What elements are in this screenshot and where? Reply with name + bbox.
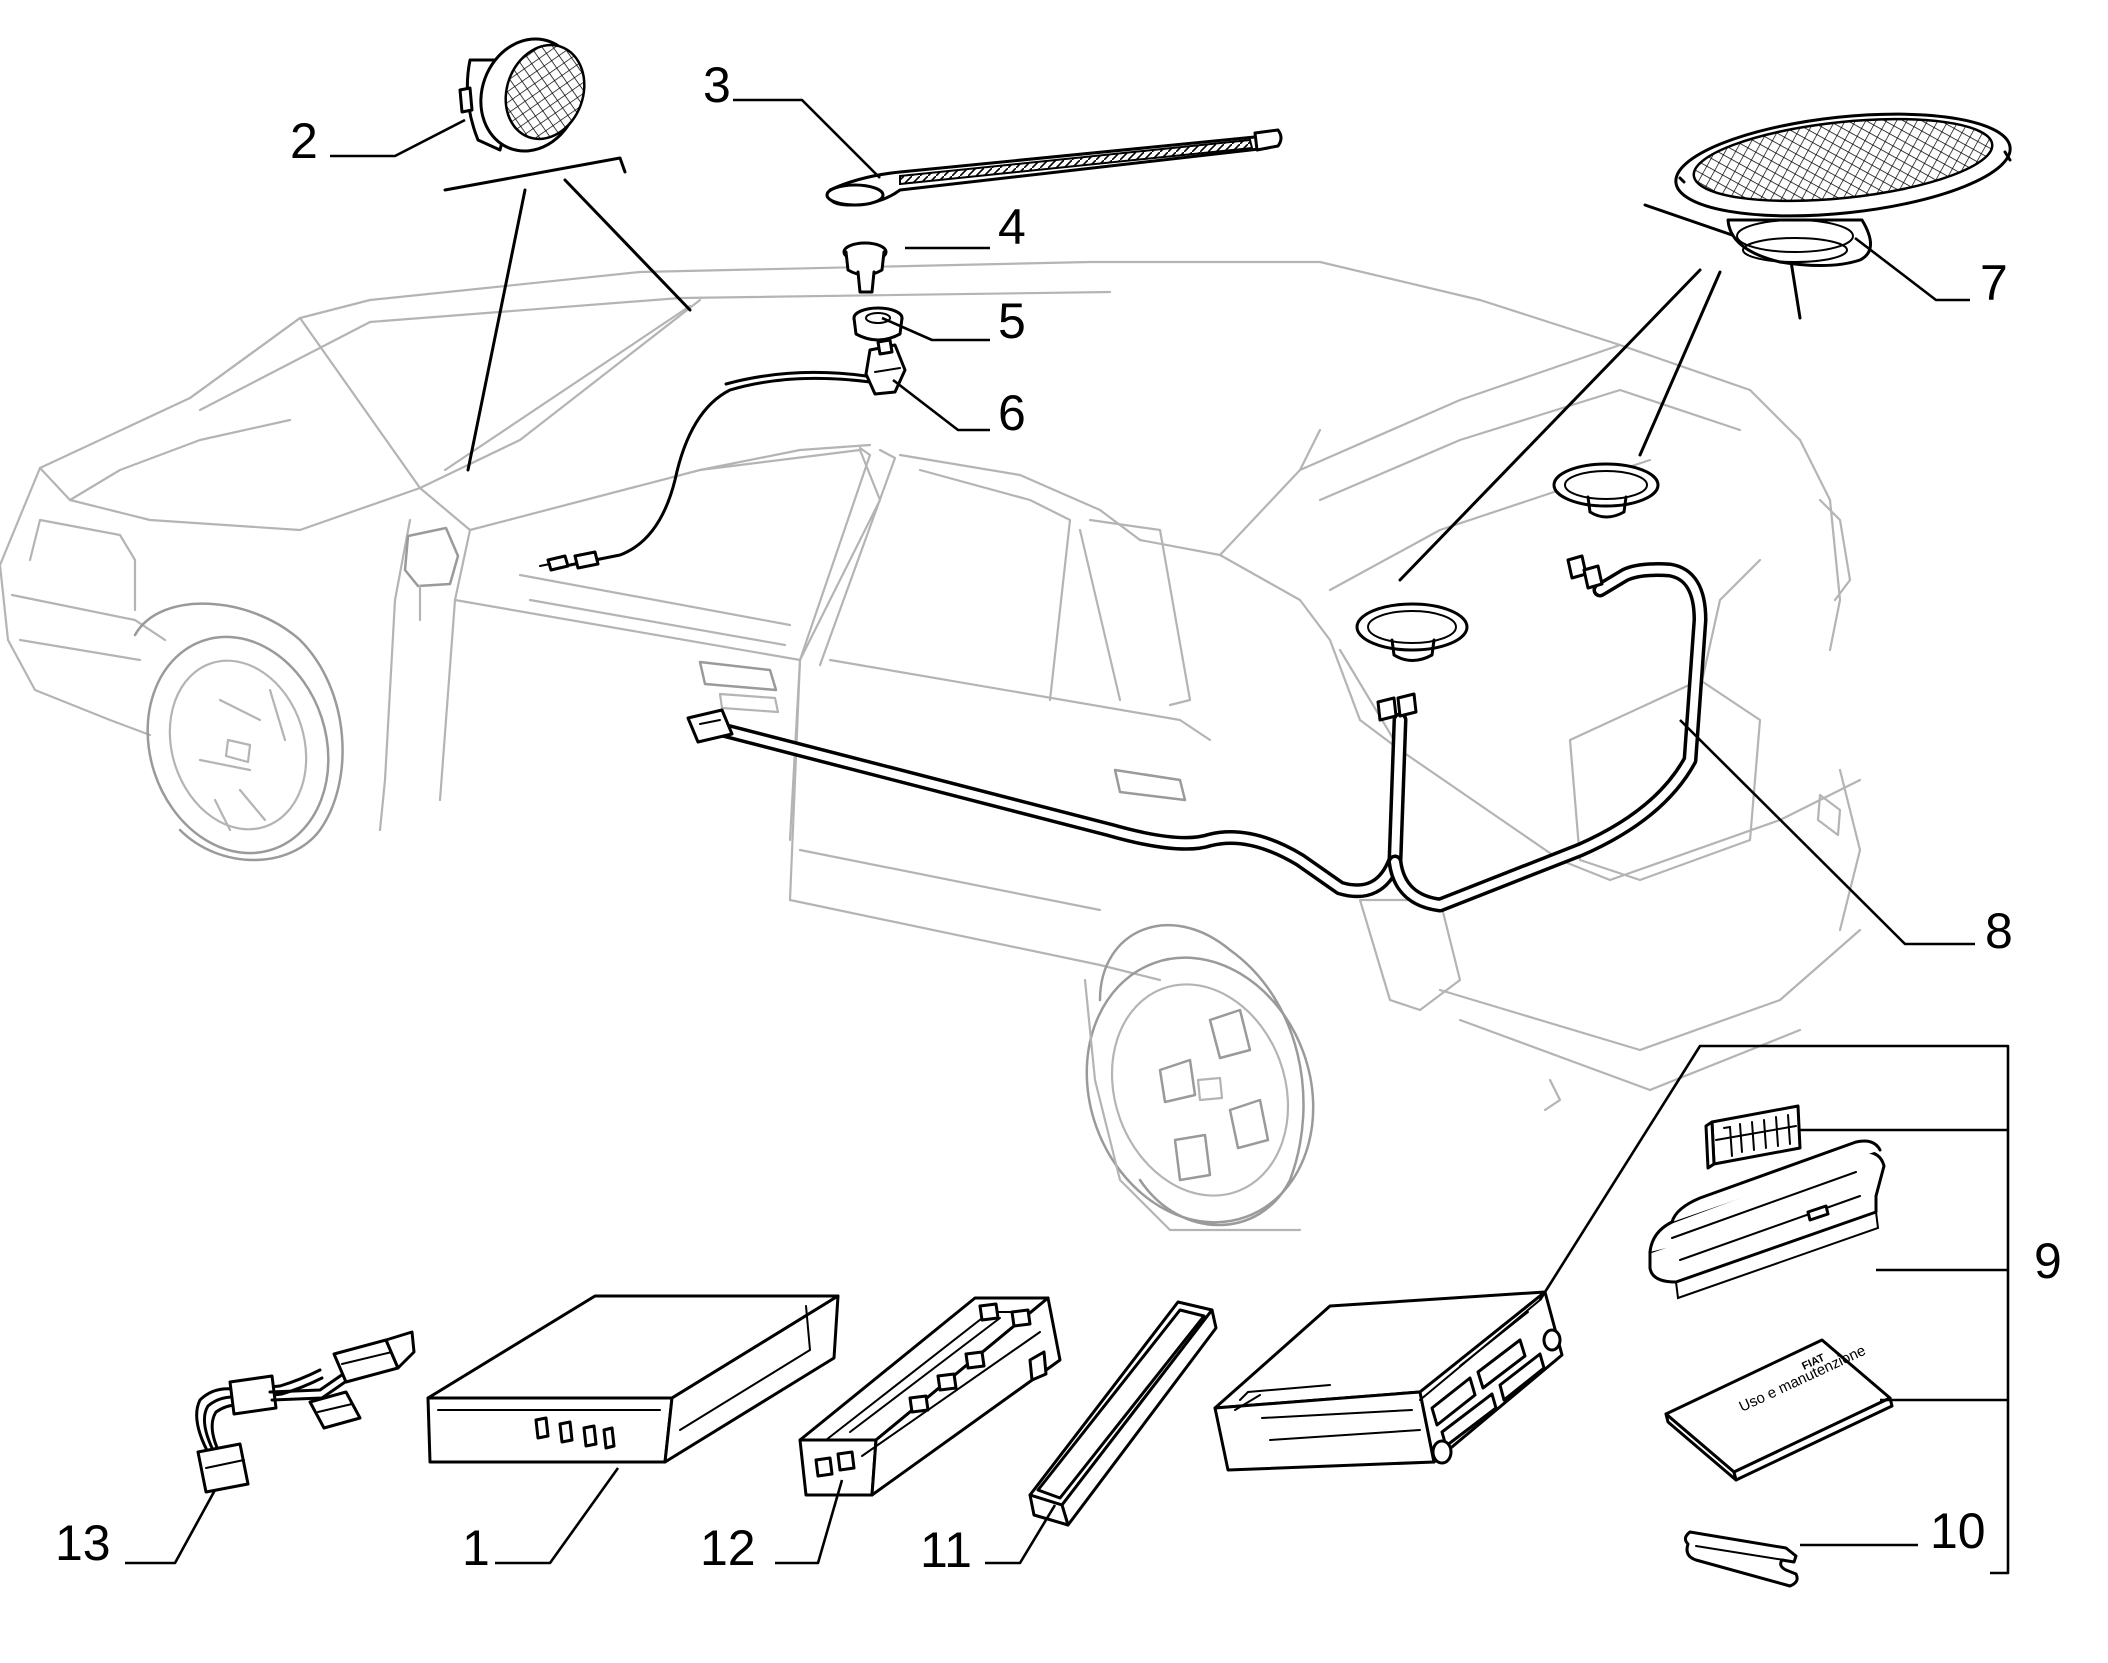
- antenna-nut: [842, 241, 888, 294]
- callout-7: 7: [1980, 255, 2008, 311]
- radio-extraction-key: [1683, 1530, 1799, 1588]
- location-pointers: [443, 156, 1802, 582]
- callout-1: 1: [462, 1520, 490, 1576]
- callout-4: 4: [998, 199, 1026, 255]
- radio-trim-plate: [1028, 1300, 1218, 1527]
- callout-12: 12: [700, 1520, 756, 1576]
- callout-6: 6: [998, 385, 1026, 441]
- rear-oval-speaker: [1674, 112, 2012, 268]
- antenna-seal: [852, 306, 904, 342]
- rear-speaker-wiring-harness: [686, 554, 1708, 913]
- rear-speakers-in-car: [1355, 462, 1660, 662]
- antenna-mast: [825, 128, 1283, 207]
- iso-wiring-adapter: [195, 1330, 416, 1494]
- callout-8: 8: [1985, 903, 2013, 959]
- callout-leaders: [125, 98, 2010, 1575]
- callout-11: 11: [920, 1522, 972, 1578]
- callout-5: 5: [998, 293, 1026, 349]
- radio-cassette-unit: [1213, 1290, 1564, 1472]
- owner-manual: Uso e manutenzione FIAT: [1664, 1338, 1894, 1482]
- callout-10: 10: [1930, 1503, 1986, 1559]
- callout-labels: 1 2 3 4 5 6 7 8 9 10 11 12 13: [55, 57, 2062, 1578]
- radio-storage-case: [1648, 1139, 1886, 1300]
- radio-code-card: [1704, 1104, 1802, 1170]
- callout-13: 13: [55, 1515, 111, 1571]
- car-outline: [0, 260, 1862, 1232]
- radio-mounting-sleeve: [426, 1294, 840, 1464]
- callout-3: 3: [703, 57, 731, 113]
- antenna-cable: [539, 370, 872, 572]
- tweeter-speaker: [458, 37, 586, 153]
- radio-front-frame: [798, 1296, 1062, 1497]
- callout-9: 9: [2034, 1233, 2062, 1289]
- callout-2: 2: [290, 113, 318, 169]
